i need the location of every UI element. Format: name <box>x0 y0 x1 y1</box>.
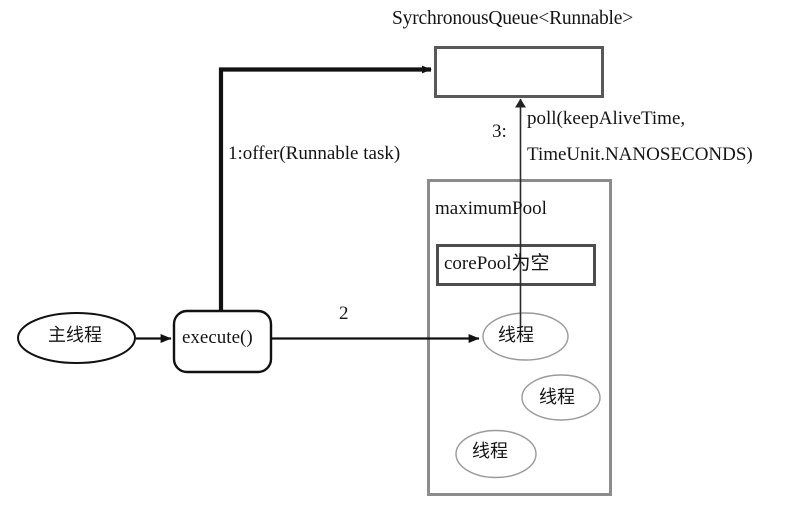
core-pool-label: corePool为空 <box>444 253 550 274</box>
edge-label-offer: 1:offer(Runnable task) <box>228 143 401 164</box>
maximum-pool-label: maximumPool <box>435 198 547 219</box>
edge-label-poll-line2: TimeUnit.NANOSECONDS) <box>527 144 753 165</box>
edge-label-poll-number: 3: <box>492 121 507 142</box>
thread-label-2: 线程 <box>539 387 575 408</box>
edge-label-poll-line1: poll(keepAliveTime, <box>527 108 686 129</box>
thread-label-1: 线程 <box>498 325 534 346</box>
main-thread-label: 主线程 <box>48 325 102 346</box>
edge-offer-to-queue <box>218 65 432 311</box>
thread-label-3: 线程 <box>472 441 508 462</box>
synchronous-queue-box <box>434 46 604 98</box>
synchronous-queue-title: SyrchronousQueue<Runnable> <box>392 8 633 29</box>
execute-label: execute() <box>182 327 253 348</box>
edge-label-dispatch: 2 <box>339 303 349 324</box>
